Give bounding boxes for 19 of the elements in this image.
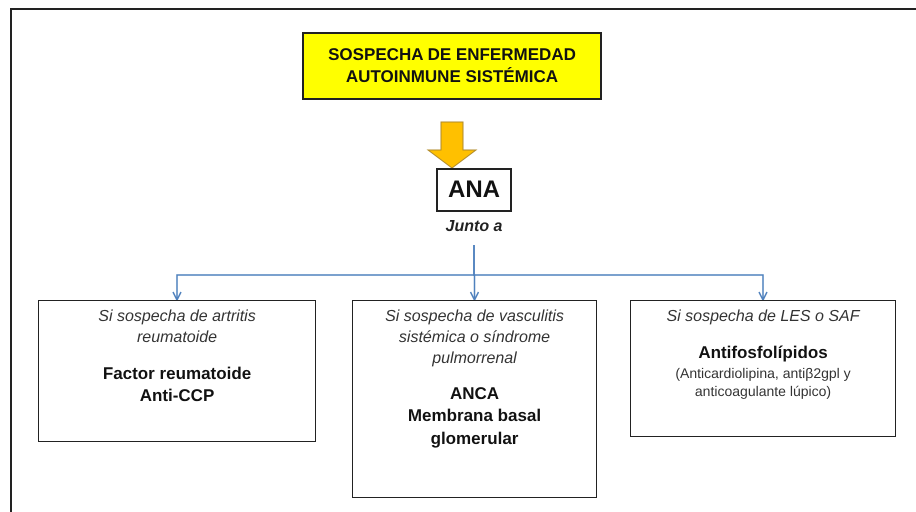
- condition-text: Si sospecha de artritis reumatoide: [97, 307, 257, 348]
- condition-text: Si sospecha de LES o SAF: [666, 307, 860, 327]
- process-box: [630, 300, 896, 437]
- highlight-box: [302, 32, 602, 100]
- box-title: ANA: [448, 175, 500, 206]
- process-box: [436, 168, 512, 212]
- test-detail: (Anticardiolipina, antiβ2gpl y anticoagulante lúpico): [674, 364, 852, 400]
- process-box: [352, 300, 597, 498]
- test-name: Membrana basal glomerular: [406, 405, 542, 450]
- process-box: [38, 300, 316, 442]
- test-name: Antifosfolípidos: [698, 342, 828, 364]
- test-name: Anti-CCP: [140, 384, 214, 407]
- arrow: [473, 245, 768, 301]
- test-name: Factor reumatoide: [102, 362, 252, 385]
- block-arrow: [426, 122, 478, 169]
- condition-text: Si sospecha de vasculitis sistémica o síndrome pulmorrenal: [384, 307, 565, 369]
- test-name: ANCA: [450, 383, 500, 406]
- node-caption: Junto a: [444, 218, 504, 236]
- box-title: SOSPECHA DE ENFERMEDAD AUTOINMUNE SISTÉMICA: [327, 44, 577, 88]
